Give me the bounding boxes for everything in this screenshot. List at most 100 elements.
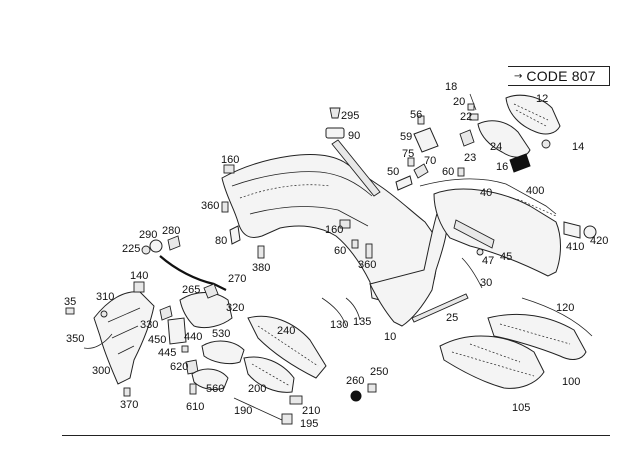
label-560: 560: [206, 383, 225, 395]
part-360a-bolt: [221, 201, 229, 213]
label-16: 16: [496, 161, 509, 173]
part-14-grommet: [541, 139, 551, 149]
part-225-washer: [141, 245, 151, 255]
part-60b-screw: [351, 239, 359, 249]
part-90-bracket: [325, 127, 345, 139]
label-120: 120: [556, 302, 575, 314]
part-610-bolt: [189, 383, 197, 395]
part-560-bracket: [191, 368, 229, 391]
label-250: 250: [370, 366, 389, 378]
part-16-sensor: [509, 153, 531, 173]
part-130-strip: [321, 297, 347, 327]
part-210-cap: [289, 395, 303, 405]
label-300: 300: [92, 365, 111, 377]
part-22-nut: [469, 113, 479, 121]
label-56: 56: [410, 109, 423, 121]
part-200-absorber: [243, 356, 295, 393]
bumper-wing: [369, 209, 448, 327]
label-440: 440: [184, 331, 203, 343]
part-370-bolt: [123, 387, 131, 397]
label-22: 22: [460, 111, 473, 123]
part-295-bolt: [329, 107, 341, 119]
label-360-center: 360: [358, 259, 377, 271]
part-440-bracket: [167, 317, 187, 345]
part-lower-panel: [433, 188, 561, 277]
part-290-grommet: [149, 239, 163, 253]
label-60-right: 60: [442, 166, 455, 178]
bottom-rule: [62, 435, 610, 436]
part-360b-bolt: [365, 243, 373, 259]
part-56-screw: [417, 115, 425, 125]
part-195-hook: [281, 413, 293, 425]
part-25-strip: [411, 293, 469, 323]
label-70: 70: [424, 155, 437, 167]
part-320-bracket: [179, 292, 233, 329]
label-20: 20: [453, 96, 466, 108]
part-190-rod: [233, 397, 283, 421]
label-12: 12: [536, 93, 549, 105]
part-80-bracket: [229, 225, 241, 245]
label-200: 200: [248, 383, 267, 395]
part-45-reflector: [453, 219, 495, 249]
part-135-strip: [345, 297, 361, 321]
label-18: 18: [445, 81, 458, 93]
label-75: 75: [402, 148, 415, 160]
label-400: 400: [526, 185, 545, 197]
part-40-strip: [419, 178, 557, 215]
part-100-lower-bumper: [487, 313, 587, 360]
label-530: 530: [212, 328, 231, 340]
label-610: 610: [186, 401, 205, 413]
label-14: 14: [572, 141, 585, 153]
label-450: 450: [148, 334, 167, 346]
label-130: 130: [330, 319, 349, 331]
part-35-clip: [65, 307, 75, 315]
part-160b-clip: [339, 219, 351, 229]
part-59-bracket: [413, 127, 439, 153]
label-35: 35: [64, 296, 77, 308]
label-260: 260: [346, 375, 365, 387]
part-120-strip: [521, 297, 593, 337]
code-text: CODE 807: [526, 68, 596, 84]
label-420: 420: [590, 235, 609, 247]
label-310: 310: [96, 291, 115, 303]
part-75-clip: [407, 157, 415, 167]
label-50: 50: [387, 166, 400, 178]
label-90: 90: [348, 130, 361, 142]
label-47: 47: [482, 255, 495, 267]
part-250-screw: [367, 383, 377, 393]
label-40: 40: [480, 187, 493, 199]
label-59: 59: [400, 131, 413, 143]
label-25: 25: [446, 312, 459, 324]
part-260-plug: [350, 390, 362, 402]
label-160-center: 160: [325, 224, 344, 236]
label-135: 135: [353, 316, 372, 328]
label-100: 100: [562, 376, 581, 388]
part-12-grille: [513, 103, 549, 127]
label-265: 265: [182, 284, 201, 296]
part-280-clip: [167, 235, 181, 251]
label-295: 295: [341, 110, 360, 122]
part-60-screw: [457, 167, 465, 177]
label-140: 140: [130, 270, 149, 282]
label-410: 410: [566, 241, 585, 253]
part-530-bracket: [201, 340, 245, 365]
label-380: 380: [252, 262, 271, 274]
arrow-right-icon: →: [514, 70, 523, 82]
part-24-housing: [477, 120, 531, 158]
part-20-bolt: [467, 103, 475, 111]
part-300-bracket: [93, 291, 155, 385]
label-190: 190: [234, 405, 253, 417]
part-380-bolt: [257, 245, 265, 259]
label-80: 80: [215, 235, 228, 247]
label-24: 24: [490, 141, 503, 153]
label-160-top: 160: [221, 154, 240, 166]
part-70-clip: [413, 163, 429, 179]
part-50-clip: [395, 175, 413, 191]
label-445: 445: [158, 347, 177, 359]
part-23-clip: [459, 129, 475, 147]
part-410-sensor: [563, 221, 581, 239]
label-23: 23: [464, 152, 477, 164]
label-225: 225: [122, 243, 141, 255]
label-60-center: 60: [334, 245, 347, 257]
label-330: 330: [140, 319, 159, 331]
